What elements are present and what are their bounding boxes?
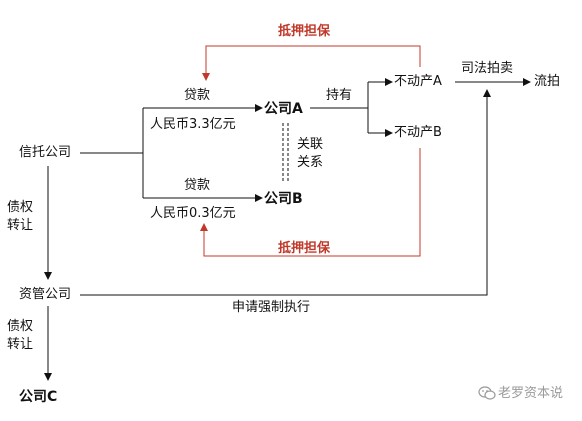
label-pledge-top: 抵押担保 [278, 24, 331, 39]
label-loan-b: 贷款 [184, 178, 211, 193]
label-holds: 持有 [326, 88, 353, 103]
node-property-b: 不动产B [394, 125, 442, 140]
edge-enforcement [80, 89, 491, 296]
wechat-icon [478, 386, 496, 400]
node-company-a: 公司A [264, 101, 303, 117]
node-auction-failed: 流拍 [534, 74, 561, 89]
label-pledge-bottom: 抵押担保 [278, 241, 331, 256]
edge-pledge-top [202, 45, 421, 81]
label-loan-b-amount: 人民币0.3亿元 [150, 206, 236, 221]
label-loan-a-amount: 人民币3.3亿元 [150, 117, 236, 132]
node-company-c: 公司C [19, 389, 58, 405]
node-property-a: 不动产A [394, 74, 442, 89]
node-amc: 资管公司 [19, 287, 72, 302]
label-related-party: 关联 关系 [297, 137, 324, 170]
label-loan-a: 贷款 [184, 88, 211, 103]
node-company-b: 公司B [264, 191, 303, 207]
edge-pledge-bottom [200, 148, 421, 257]
node-trust-company: 信托公司 [19, 145, 72, 160]
label-debt-transfer-2: 债权 转让 [7, 319, 34, 352]
label-debt-transfer-1: 债权 转让 [7, 200, 34, 233]
label-enforcement: 申请强制执行 [232, 300, 311, 315]
label-judicial-sale: 司法拍卖 [461, 61, 514, 76]
watermark-text: 老罗资本说 [498, 386, 564, 401]
